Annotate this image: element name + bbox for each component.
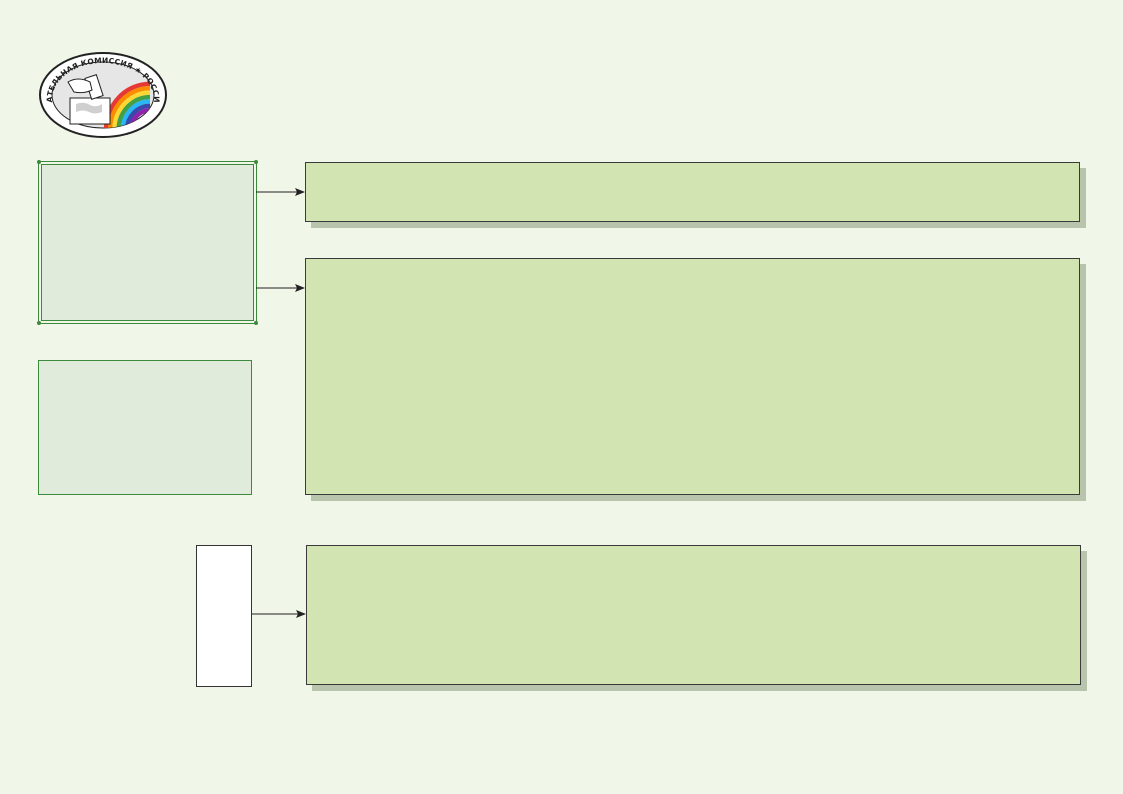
rainbow-stripe <box>108 86 151 128</box>
corner-dot <box>37 160 41 164</box>
small-box-text <box>197 546 251 566</box>
right-box-2 <box>305 258 1080 495</box>
map-shape <box>76 102 102 114</box>
right-box-1-text <box>306 163 1079 183</box>
right-box-3-text <box>307 546 1080 566</box>
left-box-1-text <box>42 165 253 185</box>
election-commission-seal-icon: ЦЕНТРАЛЬНАЯ ИЗБИРАТЕЛЬНАЯ КОМИССИЯ ★ РОС… <box>38 52 167 138</box>
hand-icon <box>67 78 93 94</box>
right-box-2-text <box>306 259 1079 279</box>
right-box-3 <box>306 545 1081 685</box>
rainbow-stripe <box>120 99 151 128</box>
corner-dot <box>254 160 258 164</box>
corner-dot <box>254 321 258 325</box>
small-box <box>196 545 252 687</box>
rainbow-stripe <box>112 90 151 128</box>
rainbow-stripe <box>116 94 151 128</box>
left-box-1 <box>37 160 258 325</box>
right-box-1 <box>305 162 1080 222</box>
left-box-2-text <box>39 361 251 381</box>
corner-dot <box>37 321 41 325</box>
left-box-2 <box>38 360 252 495</box>
